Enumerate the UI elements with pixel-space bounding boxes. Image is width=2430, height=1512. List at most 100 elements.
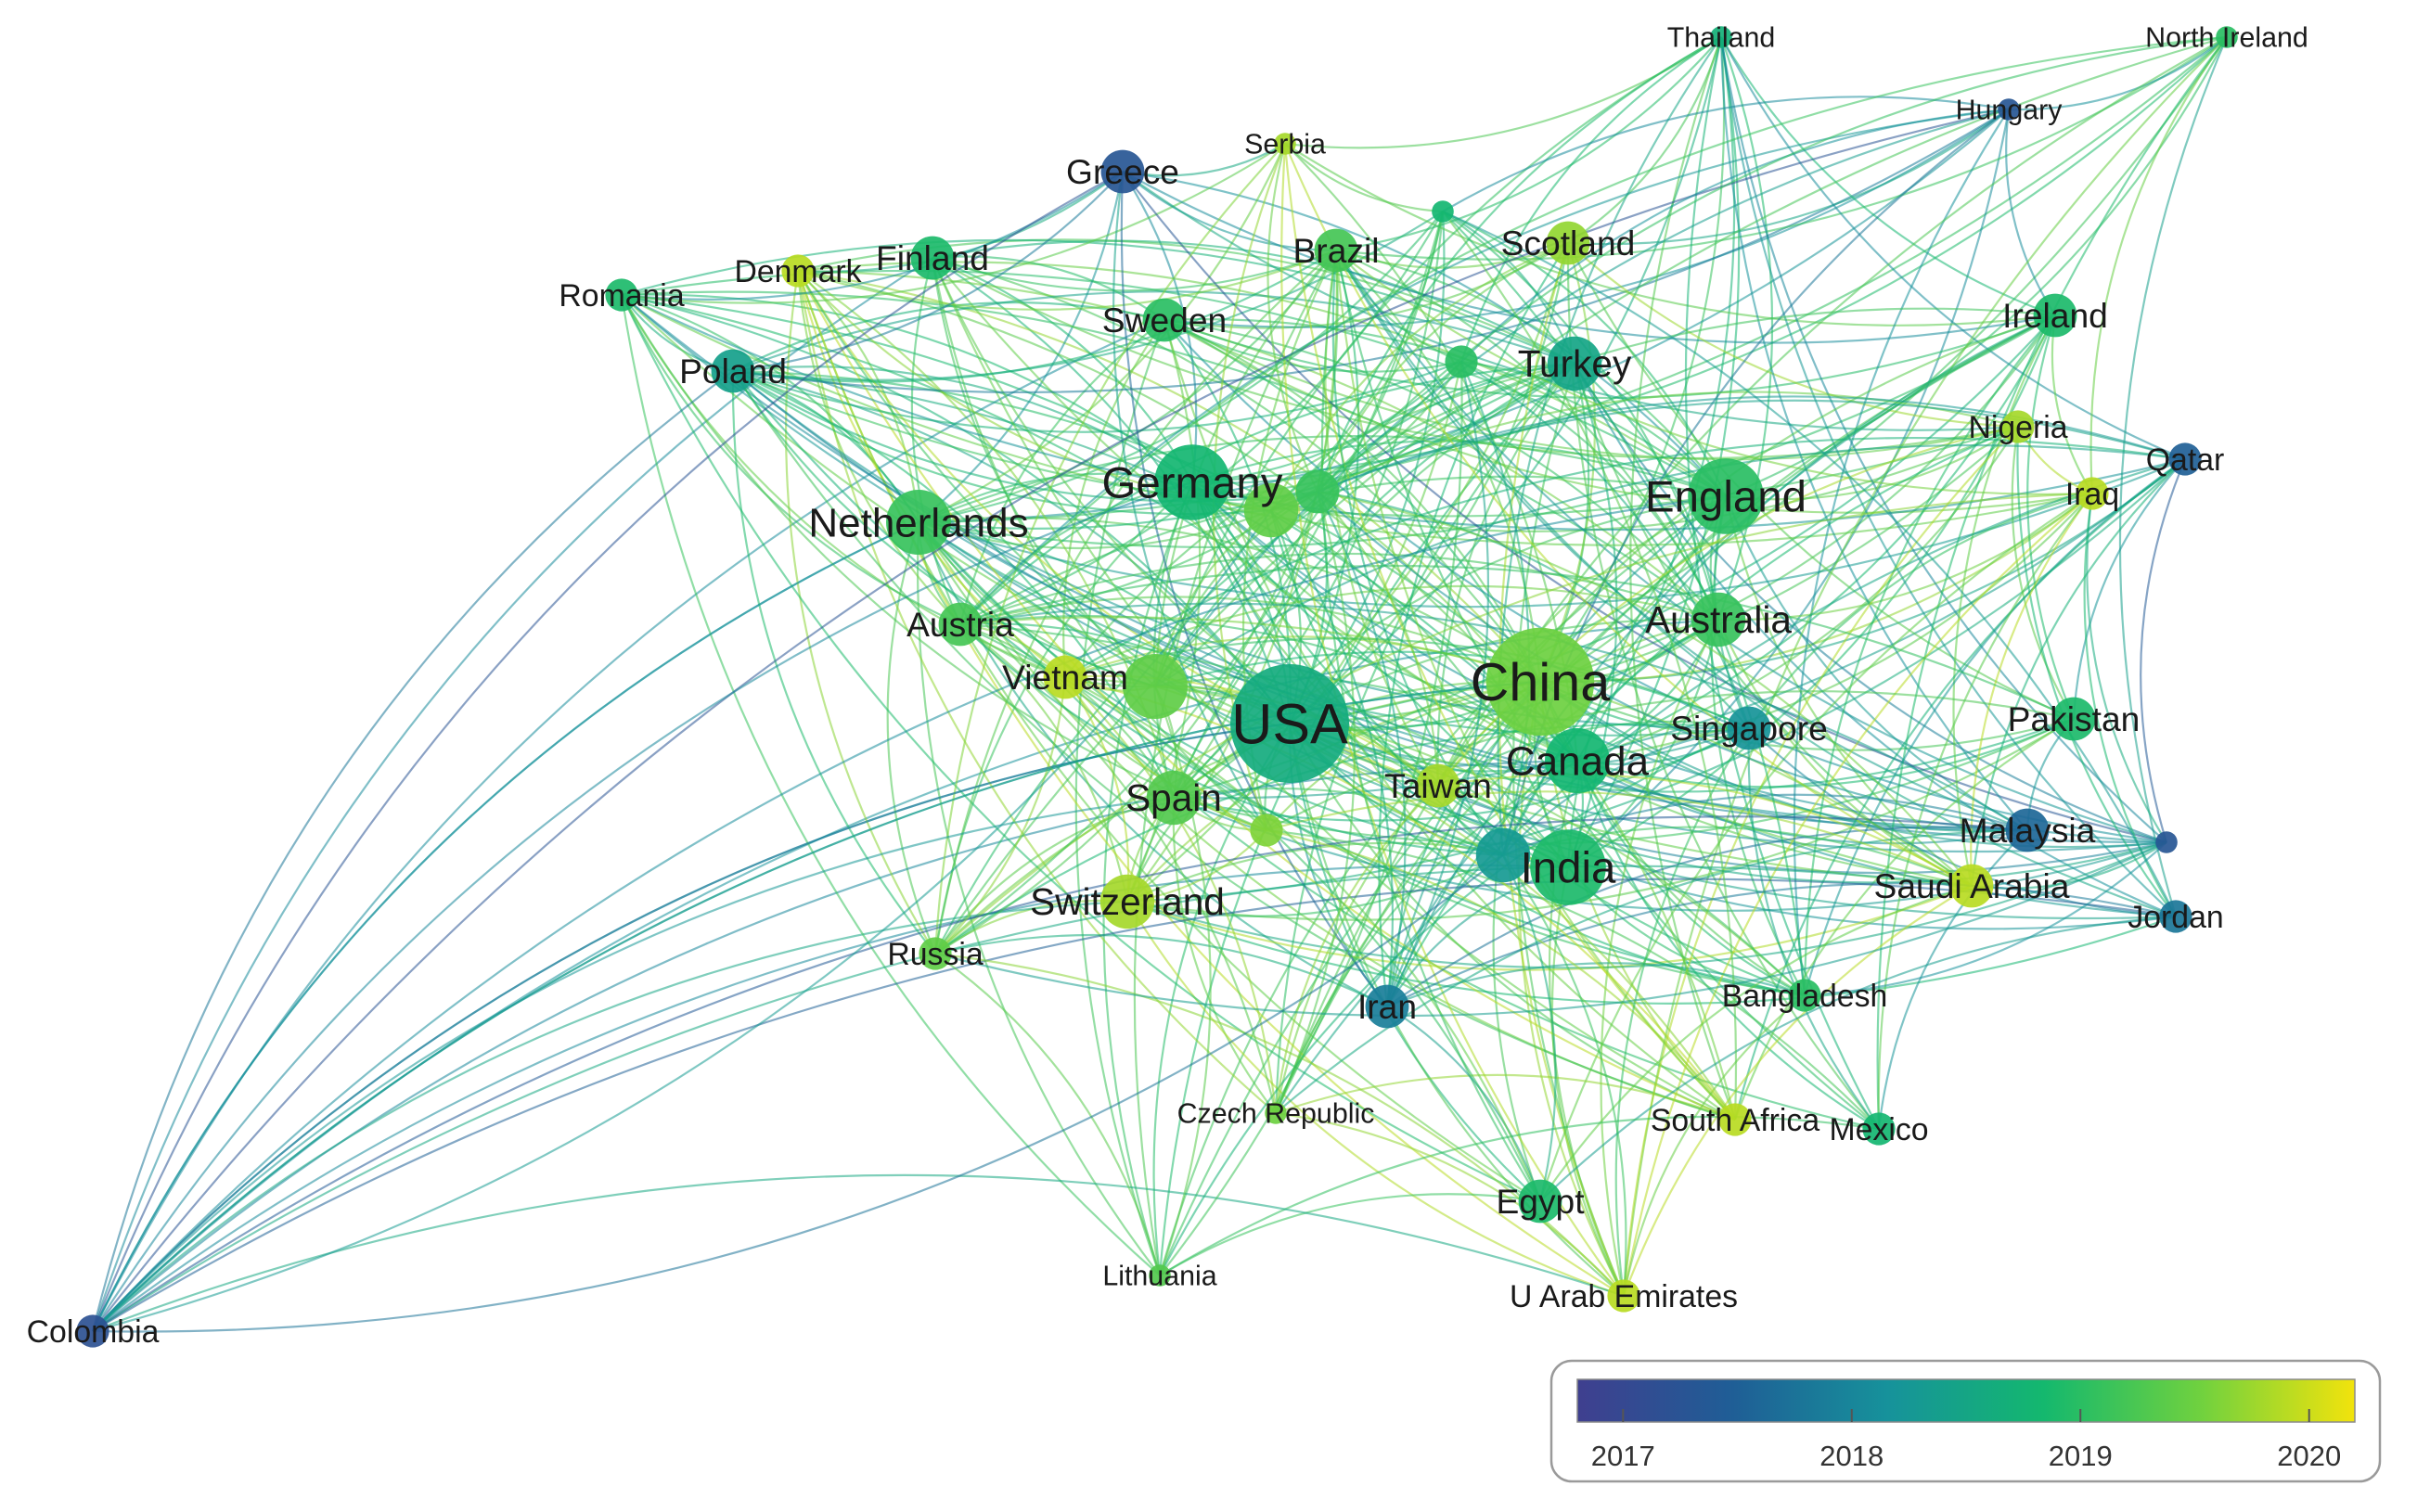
collaboration-edge [934, 933, 1388, 1007]
country-node[interactable] [1154, 444, 1230, 520]
country-label: Scotland [1501, 224, 1636, 263]
country-node[interactable] [910, 236, 955, 280]
collaboration-edge [934, 841, 2167, 1018]
country-node[interactable] [1099, 874, 1155, 929]
collaboration-edge [1437, 784, 2167, 884]
country-node[interactable] [1691, 592, 1746, 647]
country-node[interactable] [938, 602, 983, 647]
collaboration-edge [1274, 36, 2228, 1114]
collaboration-edge [934, 492, 2093, 955]
country-node[interactable] [1445, 345, 1478, 378]
country-node[interactable] [1710, 26, 1732, 48]
collaboration-edge [1747, 727, 1880, 1130]
collaboration-edge [1442, 211, 1806, 996]
country-node[interactable] [1416, 763, 1460, 808]
country-node[interactable] [2216, 26, 2238, 48]
country-node[interactable] [1365, 984, 1409, 1029]
collaboration-edge [1270, 241, 1569, 511]
collaboration-edge [796, 270, 1625, 1297]
country-label: Saudi Arabia [1874, 866, 2070, 905]
country-node[interactable] [1250, 814, 1283, 847]
country-label: Austria [906, 605, 1014, 644]
country-node[interactable] [1485, 627, 1595, 737]
collaboration-edge [1126, 900, 2177, 1005]
collaboration-edge [1720, 36, 2056, 317]
country-node[interactable] [2159, 900, 2192, 933]
country-label: Malaysia [1960, 811, 2096, 850]
collaboration-edge [1317, 491, 1407, 1007]
country-node[interactable] [1475, 827, 1531, 883]
collaboration-edge [1386, 361, 1490, 1007]
collaboration-edge [1270, 399, 2186, 512]
country-node[interactable] [1100, 149, 1145, 194]
country-node[interactable] [1718, 1103, 1752, 1136]
country-node[interactable] [76, 1314, 109, 1348]
collaboration-edge [959, 622, 1806, 996]
country-node[interactable] [1265, 1102, 1287, 1124]
country-node[interactable] [1230, 664, 1349, 783]
country-node[interactable] [1788, 979, 1821, 1012]
collaboration-edge [1164, 314, 2056, 399]
country-node[interactable] [711, 349, 755, 393]
country-node[interactable] [2001, 410, 2035, 443]
country-label: Lithuania [1102, 1261, 1216, 1292]
collaboration-edge [732, 370, 1736, 1121]
country-node[interactable] [1142, 298, 1187, 342]
collaboration-edge [732, 370, 1318, 503]
country-node[interactable] [1314, 228, 1358, 273]
country-node[interactable] [1518, 1179, 1562, 1224]
country-node[interactable] [1295, 469, 1340, 514]
country-node[interactable] [1862, 1112, 1896, 1146]
country-node[interactable] [2005, 808, 2050, 852]
country-node[interactable] [1149, 1264, 1171, 1287]
country-node[interactable] [2076, 477, 2109, 510]
country-node[interactable] [1432, 200, 1454, 223]
country-node[interactable] [1530, 829, 1606, 905]
country-node[interactable] [1688, 458, 1764, 534]
collaboration-edge [1334, 250, 1736, 1121]
country-node[interactable] [1547, 336, 1602, 391]
country-node[interactable] [2051, 697, 2096, 741]
country-node[interactable] [1607, 1279, 1640, 1313]
country-node[interactable] [1727, 706, 1771, 750]
country-node[interactable] [781, 254, 815, 288]
country-node[interactable] [1998, 98, 2020, 121]
country-node[interactable] [2033, 293, 2077, 338]
collaboration-edge [1386, 882, 2177, 1007]
collaboration-edge [92, 815, 2028, 1332]
legend-tick-label: 2018 [1819, 1440, 1884, 1472]
country-label: Germany [1102, 459, 1283, 508]
country-node[interactable] [1123, 654, 1188, 719]
collaboration-edge [1719, 36, 2028, 831]
country-node[interactable] [1243, 482, 1299, 538]
country-node[interactable] [2168, 442, 2202, 476]
country-node[interactable] [919, 937, 952, 970]
collaboration-edge [1437, 720, 1750, 787]
country-label: Finland [876, 238, 989, 277]
country-node[interactable] [1043, 655, 1087, 699]
country-node[interactable] [1274, 133, 1296, 155]
collaboration-edge [1274, 491, 1356, 1114]
country-label: Ireland [2002, 296, 2108, 335]
country-node[interactable] [1545, 728, 1610, 793]
country-node[interactable] [886, 490, 951, 555]
collaboration-edge [2026, 314, 2076, 720]
country-nodes [76, 26, 2238, 1348]
collaboration-edge [959, 602, 2028, 831]
collaboration-edge [1062, 319, 1165, 678]
country-node[interactable] [605, 278, 638, 312]
country-label: Greece [1066, 152, 1179, 191]
collaboration-edge [1502, 726, 1750, 856]
collaboration-edge [1173, 796, 2167, 912]
collaboration-edge [1126, 901, 1625, 1298]
collaboration-edge [1793, 109, 2010, 996]
country-node[interactable] [2155, 831, 2178, 853]
country-label: Russia [887, 937, 984, 972]
country-node[interactable] [1146, 770, 1202, 826]
country-node[interactable] [1949, 864, 1994, 908]
collaboration-edge [732, 369, 2019, 518]
country-node[interactable] [1546, 221, 1590, 265]
collaboration-edge [2008, 36, 2228, 111]
collaboration-edge [732, 360, 1462, 433]
